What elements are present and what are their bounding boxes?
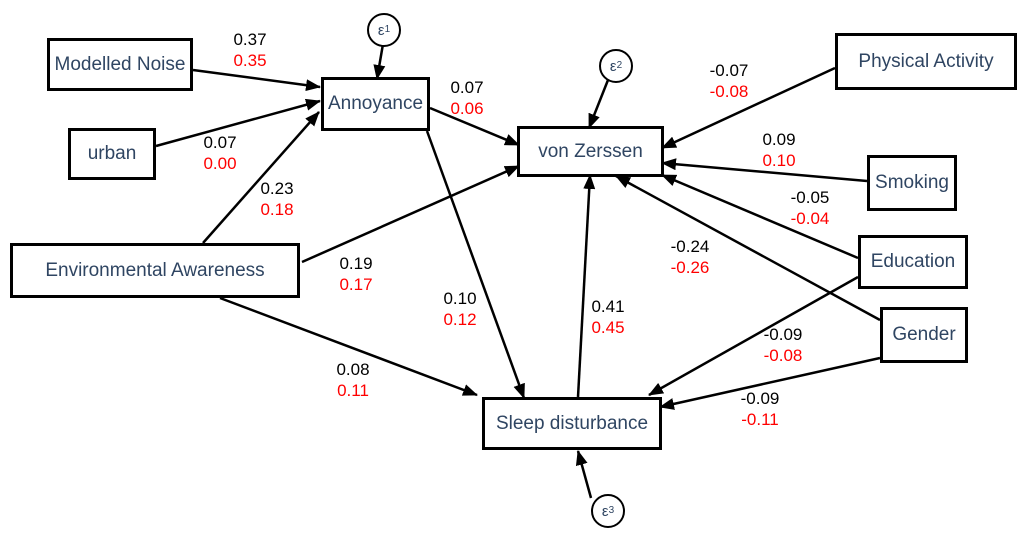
coef-red-env-awareness-to-annoyance: 0.18 — [260, 200, 294, 219]
node-urban: urban — [68, 128, 156, 180]
epsilon-symbol: ε — [601, 502, 609, 520]
coef-black-physical-activity-to-von-zerssen: -0.07 — [709, 61, 749, 80]
coef-labels-sleep-disturbance-to-von-zerssen: 0.41 0.45 — [591, 296, 624, 338]
path-arrow-annoyance-to-sleep-disturbance — [425, 130, 526, 399]
node-label-modelled-noise: Modelled Noise — [54, 53, 186, 75]
coef-black-annoyance-to-von-zerssen: 0.07 — [450, 78, 484, 97]
coef-red-env-awareness-to-sleep-disturbance: 0.11 — [337, 381, 369, 400]
coef-labels-annoyance-to-sleep-disturbance: 0.10 0.12 — [443, 288, 476, 330]
node-label-gender: Gender — [892, 324, 956, 345]
coef-labels-env-awareness-to-sleep-disturbance: 0.08 0.11 — [336, 359, 369, 401]
coef-red-annoyance-to-von-zerssen: 0.06 — [450, 99, 484, 118]
coef-labels-education-to-von-zerssen: -0.05 -0.04 — [791, 187, 830, 229]
coef-labels-modelled-noise-to-annoyance: 0.37 0.35 — [233, 29, 266, 71]
coef-red-sleep-disturbance-to-von-zerssen: 0.45 — [591, 318, 625, 337]
node-education: Education — [858, 235, 968, 289]
node-smoking: Smoking — [867, 155, 957, 211]
node-label-smoking: Smoking — [875, 172, 949, 193]
coef-black-education-to-von-zerssen: -0.05 — [790, 188, 830, 207]
coef-red-urban-to-annoyance: 0.00 — [203, 154, 237, 173]
path-arrow-sleep-disturbance-to-von-zerssen — [576, 174, 596, 398]
epsilon-symbol: ε — [609, 57, 617, 75]
path-arrow-env-awareness-to-annoyance — [202, 111, 320, 244]
path-arrow-education-to-von-zerssen — [661, 173, 859, 260]
node-label-annoyance: Annoyance — [327, 93, 424, 114]
path-arrow-env-awareness-to-sleep-disturbance — [219, 296, 478, 397]
coef-red-annoyance-to-sleep-disturbance: 0.12 — [443, 310, 477, 329]
coef-black-annoyance-to-sleep-disturbance: 0.10 — [443, 289, 477, 308]
coef-red-education-to-von-zerssen: -0.04 — [790, 209, 830, 228]
coef-labels-smoking-to-von-zerssen: 0.09 0.10 — [762, 129, 795, 171]
coef-red-gender-to-von-zerssen: -0.26 — [670, 258, 710, 277]
coef-red-env-awareness-to-von-zerssen: 0.17 — [339, 275, 373, 294]
node-modelled-noise: Modelled Noise — [47, 38, 193, 91]
epsilon-subscript: 3 — [608, 505, 615, 516]
path-arrow-gender-to-von-zerssen — [615, 174, 881, 322]
node-sleep-disturbance: Sleep disturbance — [482, 397, 662, 450]
coef-red-modelled-noise-to-annoyance: 0.35 — [233, 51, 267, 70]
coef-red-smoking-to-von-zerssen: 0.10 — [762, 151, 796, 170]
coef-labels-physical-activity-to-von-zerssen: -0.07 -0.08 — [710, 60, 749, 102]
coef-labels-env-awareness-to-von-zerssen: 0.19 0.17 — [339, 253, 372, 295]
path-arrow-annoyance-to-von-zerssen — [429, 106, 520, 147]
coef-black-env-awareness-to-von-zerssen: 0.19 — [339, 254, 373, 273]
node-label-physical-activity: Physical Activity — [858, 50, 994, 72]
coef-labels-annoyance-to-von-zerssen: 0.07 0.06 — [450, 77, 483, 119]
epsilon-symbol: ε — [377, 21, 385, 39]
node-environmental-awareness: Environmental Awareness — [10, 243, 300, 298]
coef-labels-education-to-sleep-disturbance: -0.09 -0.08 — [764, 324, 803, 366]
coef-labels-gender-to-sleep-disturbance: -0.09 -0.11 — [741, 388, 780, 430]
node-physical-activity: Physical Activity — [835, 33, 1017, 90]
coef-black-education-to-sleep-disturbance: -0.09 — [763, 325, 803, 344]
coef-black-urban-to-annoyance: 0.07 — [203, 133, 237, 152]
path-arrow-env-awareness-to-von-zerssen — [301, 164, 520, 264]
node-von-zerssen: von Zerssen — [517, 126, 664, 177]
path-arrow-modelled-noise-to-annoyance — [192, 68, 321, 92]
epsilon-subscript: 2 — [616, 60, 623, 71]
node-label-urban: urban — [87, 143, 137, 164]
coef-red-education-to-sleep-disturbance: -0.08 — [763, 346, 803, 365]
path-arrow-epsilon-1-to-annoyance — [373, 43, 386, 80]
coef-black-modelled-noise-to-annoyance: 0.37 — [233, 30, 267, 49]
coef-labels-urban-to-annoyance: 0.07 0.00 — [203, 132, 236, 174]
coef-black-env-awareness-to-sleep-disturbance: 0.08 — [336, 360, 370, 379]
path-arrow-gender-to-sleep-disturbance — [659, 356, 881, 410]
coef-black-gender-to-von-zerssen: -0.24 — [670, 237, 710, 256]
node-gender: Gender — [880, 307, 968, 363]
node-label-von-zerssen: von Zerssen — [538, 140, 643, 162]
path-arrow-physical-activity-to-von-zerssen — [661, 66, 836, 150]
path-arrow-urban-to-annoyance — [155, 98, 321, 148]
node-label-education: Education — [870, 251, 956, 272]
coef-black-smoking-to-von-zerssen: 0.09 — [762, 130, 796, 149]
coef-labels-env-awareness-to-annoyance: 0.23 0.18 — [260, 178, 293, 220]
coef-red-gender-to-sleep-disturbance: -0.11 — [741, 410, 779, 429]
coef-black-env-awareness-to-annoyance: 0.23 — [260, 179, 294, 198]
node-label-environmental-awareness: Environmental Awareness — [45, 259, 265, 281]
path-arrow-education-to-sleep-disturbance — [648, 275, 859, 397]
coef-labels-gender-to-von-zerssen: -0.24 -0.26 — [671, 236, 710, 278]
path-arrow-epsilon-3-to-sleep-disturbance — [575, 450, 593, 499]
coef-black-sleep-disturbance-to-von-zerssen: 0.41 — [591, 297, 625, 316]
coef-red-physical-activity-to-von-zerssen: -0.08 — [709, 82, 749, 101]
path-arrow-smoking-to-von-zerssen — [661, 158, 868, 183]
coef-black-gender-to-sleep-disturbance: -0.09 — [740, 389, 780, 408]
epsilon-subscript: 1 — [384, 24, 391, 35]
path-arrow-epsilon-2-to-von-zerssen — [587, 79, 610, 129]
node-annoyance: Annoyance — [321, 77, 430, 131]
node-label-sleep-disturbance: Sleep disturbance — [495, 412, 649, 434]
